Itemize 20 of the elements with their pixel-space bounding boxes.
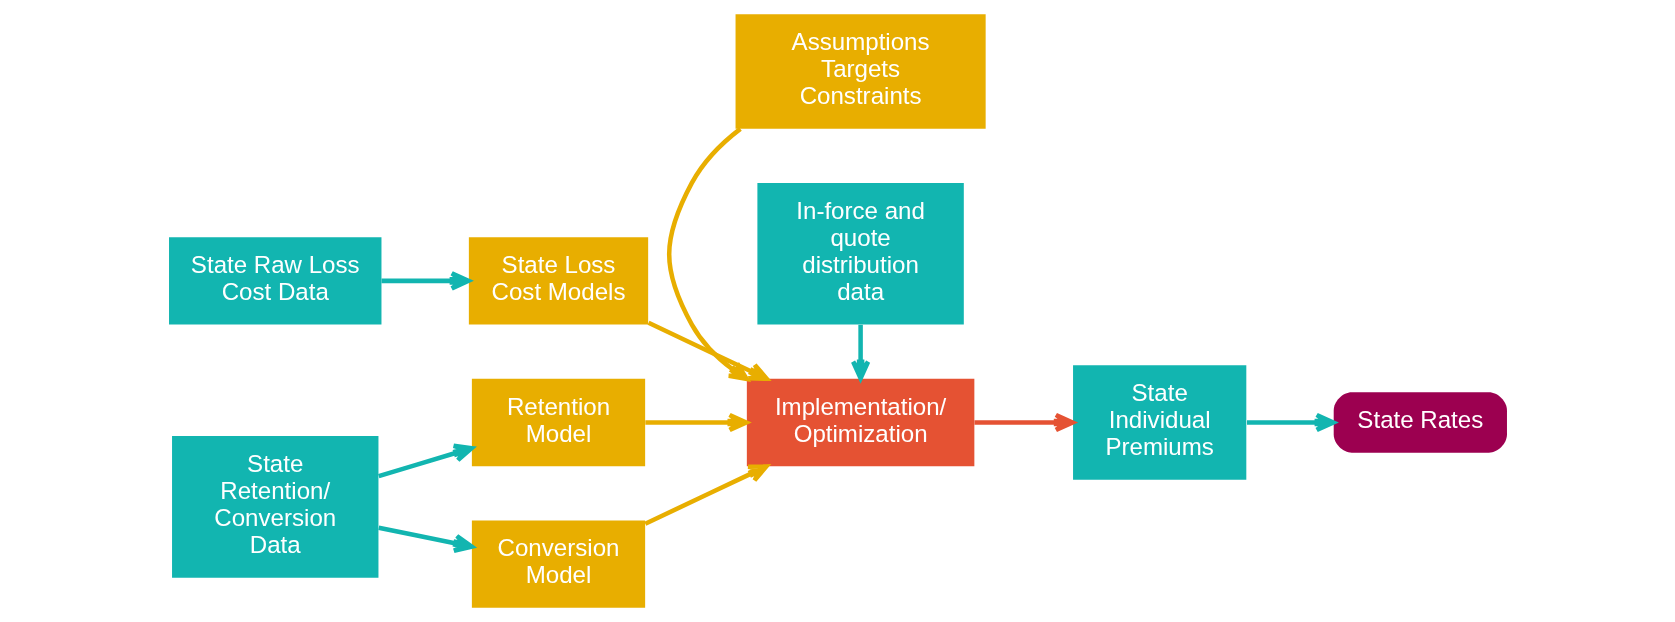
arrow: [643, 464, 769, 526]
node-box: Implementation/ Optimization: [746, 378, 974, 467]
node-box: State Raw Loss Cost Data: [168, 237, 381, 325]
arrow: [381, 271, 471, 291]
arrow: [973, 412, 1075, 433]
node-box: Assumptions Targets Constraints: [735, 14, 986, 129]
node-box: Retention Model: [471, 378, 645, 467]
node-box: In-force and quote distribution data: [756, 182, 964, 325]
node-box: Conversion Model: [471, 520, 645, 608]
node-box: State Retention/ Conversion Data: [171, 436, 378, 578]
arrow: [644, 412, 749, 433]
arrow: [1246, 412, 1336, 433]
arrow: [666, 127, 749, 382]
arrow: [647, 320, 769, 381]
node-box: State Loss Cost Models: [468, 237, 648, 325]
arrow: [377, 443, 474, 479]
node-box: State Rates: [1333, 392, 1507, 453]
node-box: State Individual Premiums: [1072, 365, 1246, 480]
arrow: [377, 525, 474, 553]
arrow: [850, 324, 870, 381]
